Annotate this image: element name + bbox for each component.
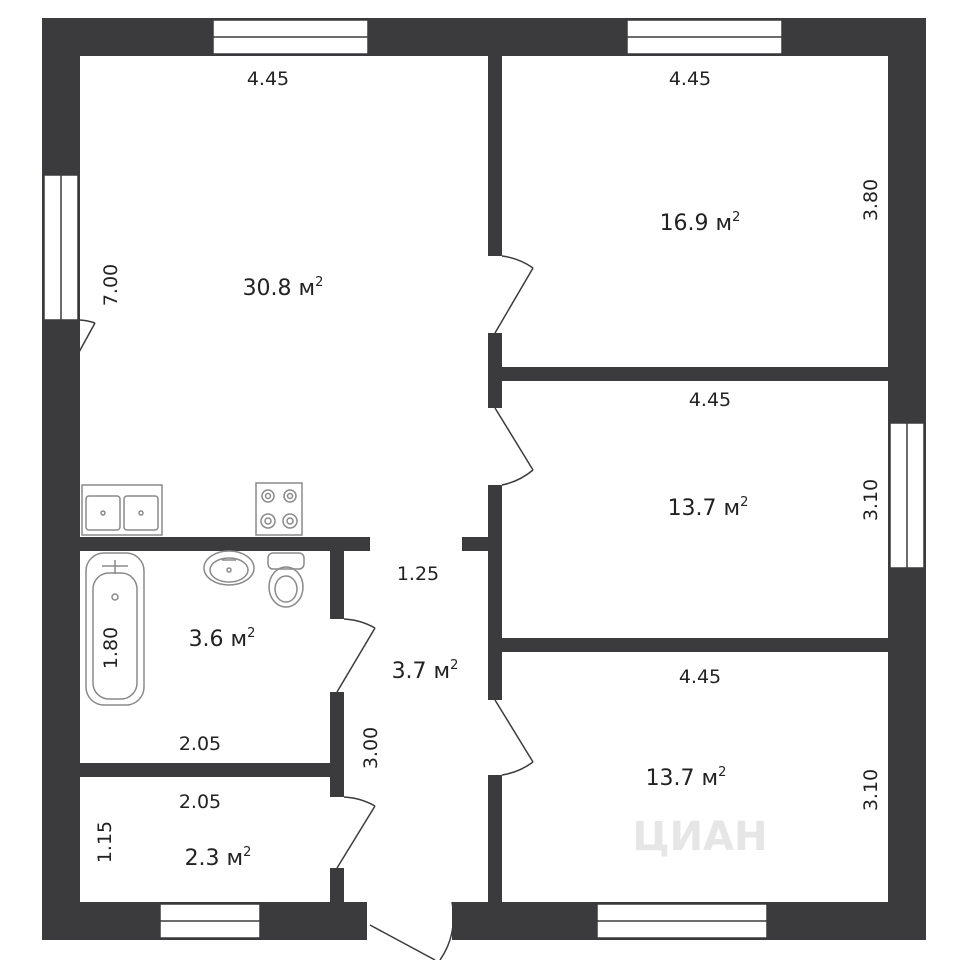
watermark: ЦИАН: [632, 814, 767, 860]
living-width-label: 4.45: [247, 68, 289, 90]
storage-area-label: 2.3 м2: [185, 845, 252, 871]
toilet-icon: [267, 552, 305, 608]
bathroom-height-label: 1.80: [100, 627, 122, 669]
storage-height-label: 1.15: [94, 821, 116, 863]
bathroom-width-label: 2.05: [179, 733, 221, 755]
stove-icon: [255, 482, 303, 536]
bedroom3-width-label: 4.45: [679, 666, 721, 688]
windows: [43, 19, 925, 939]
bedroom3-height-label: 3.10: [860, 769, 882, 811]
washbasin-icon: [203, 550, 255, 586]
hall-area-label: 3.7 м2: [392, 658, 459, 684]
bedroom2-width-label: 4.45: [689, 389, 731, 411]
living-height-label: 7.00: [100, 264, 122, 306]
storage-width-label: 2.05: [179, 791, 221, 813]
bedroom2-height-label: 3.10: [860, 479, 882, 521]
bathtub-icon: [85, 552, 145, 706]
bedroom1-width-label: 4.45: [669, 68, 711, 90]
walls: [42, 18, 926, 940]
living-area-label: 30.8 м2: [243, 275, 324, 301]
hall-height-label: 3.00: [360, 727, 382, 769]
bedroom1-area-label: 16.9 м2: [660, 210, 741, 236]
bathroom-area-label: 3.6 м2: [189, 626, 256, 652]
kitchen-sink-icon: [81, 484, 163, 536]
bedroom2-area-label: 13.7 м2: [668, 495, 749, 521]
bedroom1-height-label: 3.80: [860, 179, 882, 221]
doors: [61, 255, 534, 960]
bedroom3-area-label: 13.7 м2: [646, 765, 727, 791]
hall-width-label: 1.25: [397, 563, 439, 585]
